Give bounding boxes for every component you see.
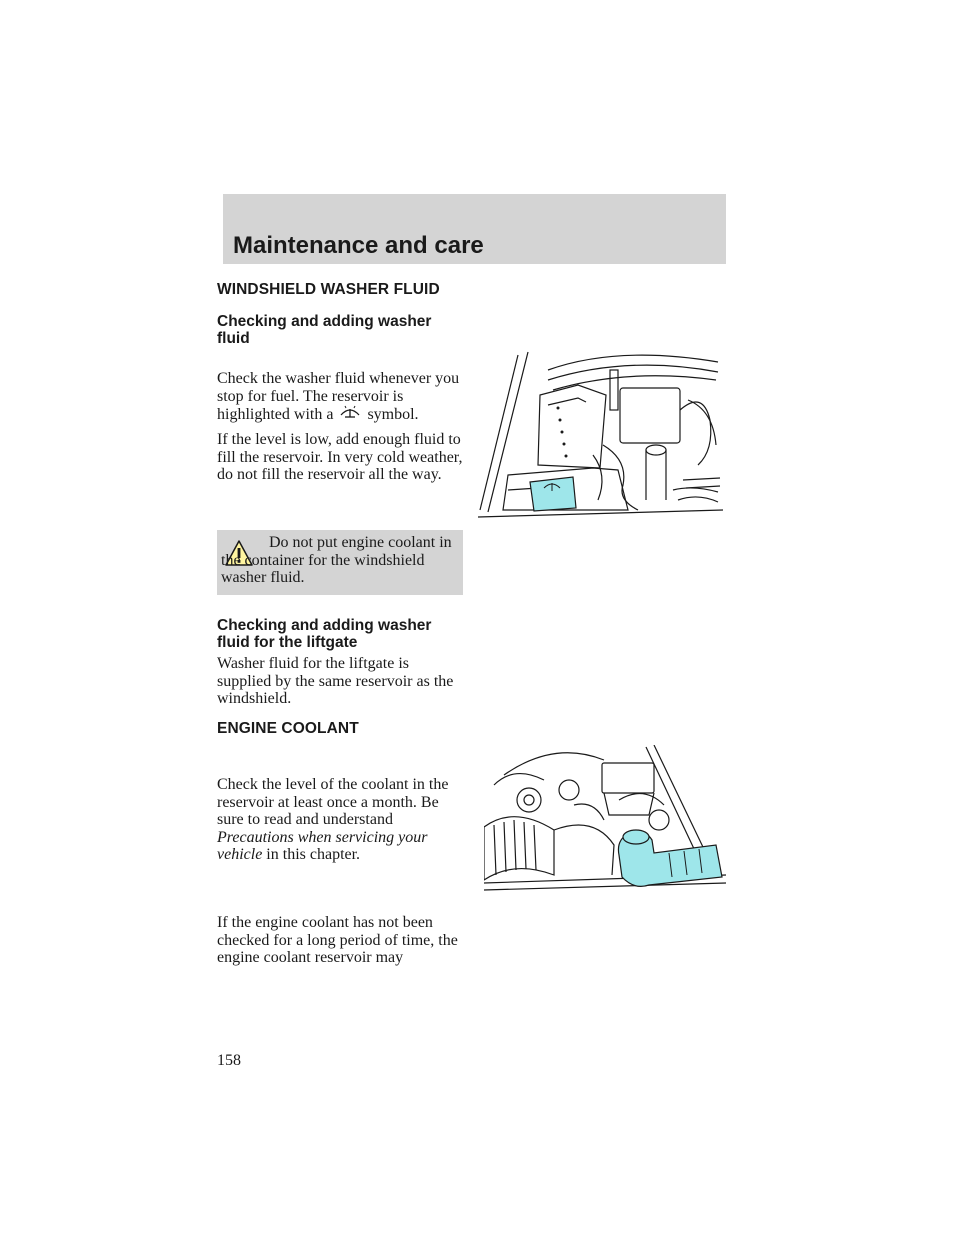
washer-p1-end: symbol. <box>367 406 419 423</box>
coolant-p1-reference: Precautions when servicing your vehicle <box>217 828 428 864</box>
warning-triangle-icon <box>225 540 253 566</box>
page-number: 158 <box>217 1052 241 1069</box>
liftgate-text: Washer fluid for the liftgate is supplie… <box>217 655 454 707</box>
coolant-paragraph-1: Check the level of the coolant in the re… <box>217 776 465 864</box>
coolant-heading-block: ENGINE COOLANT <box>217 720 465 738</box>
washer-subheading-block: Checking and adding washer fluid <box>217 313 447 347</box>
coolant-p2-text: If the engine coolant has not been check… <box>217 914 458 966</box>
coolant-p1-text: Check the level of the coolant in the re… <box>217 776 449 828</box>
washer-p1-text: Check the washer fluid whenever you stop… <box>217 370 460 423</box>
washer-reservoir-illustration <box>478 351 723 518</box>
warning-box: Do not put engine coolant in the contain… <box>217 530 463 595</box>
liftgate-heading-block: Checking and adding washer fluid for the… <box>217 617 452 651</box>
washer-heading: WINDSHIELD WASHER FLUID <box>217 281 440 298</box>
liftgate-paragraph: Washer fluid for the liftgate is supplie… <box>217 655 465 708</box>
coolant-reservoir-illustration <box>484 745 726 891</box>
section-title: Maintenance and care <box>233 232 484 259</box>
warning-text: Do not put engine coolant in the contain… <box>221 534 452 586</box>
section-header-bar <box>223 194 726 264</box>
washer-paragraph-1: Check the washer fluid whenever you stop… <box>217 370 465 424</box>
washer-subheading: Checking and adding washer fluid <box>217 313 432 347</box>
washer-p2-text: If the level is low, add enough fluid to… <box>217 431 463 483</box>
washer-paragraph-2: If the level is low, add enough fluid to… <box>217 431 465 484</box>
liftgate-heading: Checking and adding washer fluid for the… <box>217 617 432 651</box>
coolant-p1-end: in this chapter. <box>266 846 361 863</box>
coolant-heading: ENGINE COOLANT <box>217 720 359 737</box>
windshield-washer-icon <box>340 405 360 418</box>
coolant-paragraph-2: If the engine coolant has not been check… <box>217 914 465 967</box>
washer-heading-block: WINDSHIELD WASHER FLUID <box>217 281 465 299</box>
